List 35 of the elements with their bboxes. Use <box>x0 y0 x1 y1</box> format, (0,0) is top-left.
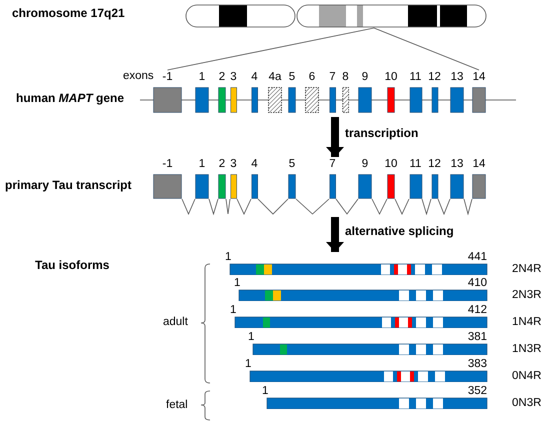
group-label: fetal <box>166 399 188 412</box>
splice-line <box>336 198 358 215</box>
row-heading: Tau isoforms <box>35 259 110 272</box>
group-label: adult <box>163 316 188 329</box>
splice-line <box>226 198 230 214</box>
edge-label: alternative splicing <box>345 224 454 238</box>
splice-line <box>464 198 472 216</box>
axis-label: exons <box>123 70 154 83</box>
isoform-bar: 1 410 2N3R <box>233 277 545 301</box>
isoform-bar: 1 383 0N4R <box>244 358 545 382</box>
splice-line <box>258 198 288 215</box>
isoform-bar: 1 412 1N4R <box>229 304 545 328</box>
exon-box: 10 <box>384 158 398 199</box>
splice-line <box>182 198 196 215</box>
exon-box: 12 <box>428 158 442 199</box>
splice-line <box>438 198 450 216</box>
isoform-bar: 1 441 2N4R <box>224 251 545 275</box>
isoform-bar: 1 381 1N3R <box>247 331 545 355</box>
isoform-bar: 1 352 0N3R <box>261 385 545 409</box>
splice-line <box>422 198 432 216</box>
splice-line <box>372 198 388 215</box>
exon-box: 12 <box>428 71 442 113</box>
zoom-line <box>374 28 480 70</box>
zoom-line <box>167 28 374 70</box>
process-arrow <box>326 117 344 157</box>
exon-box: 10 <box>384 71 398 113</box>
splice-line <box>236 198 252 215</box>
splice-line <box>296 198 330 215</box>
splice-line <box>208 198 218 216</box>
splice-line <box>394 198 410 215</box>
edge-label: transcription <box>345 127 418 140</box>
chromosome-drawing <box>186 4 486 28</box>
row-heading: human MAPT gene <box>16 92 124 105</box>
row-heading: primary Tau transcript <box>5 179 132 192</box>
panel-heading: chromosome 17q21 <box>12 7 125 20</box>
